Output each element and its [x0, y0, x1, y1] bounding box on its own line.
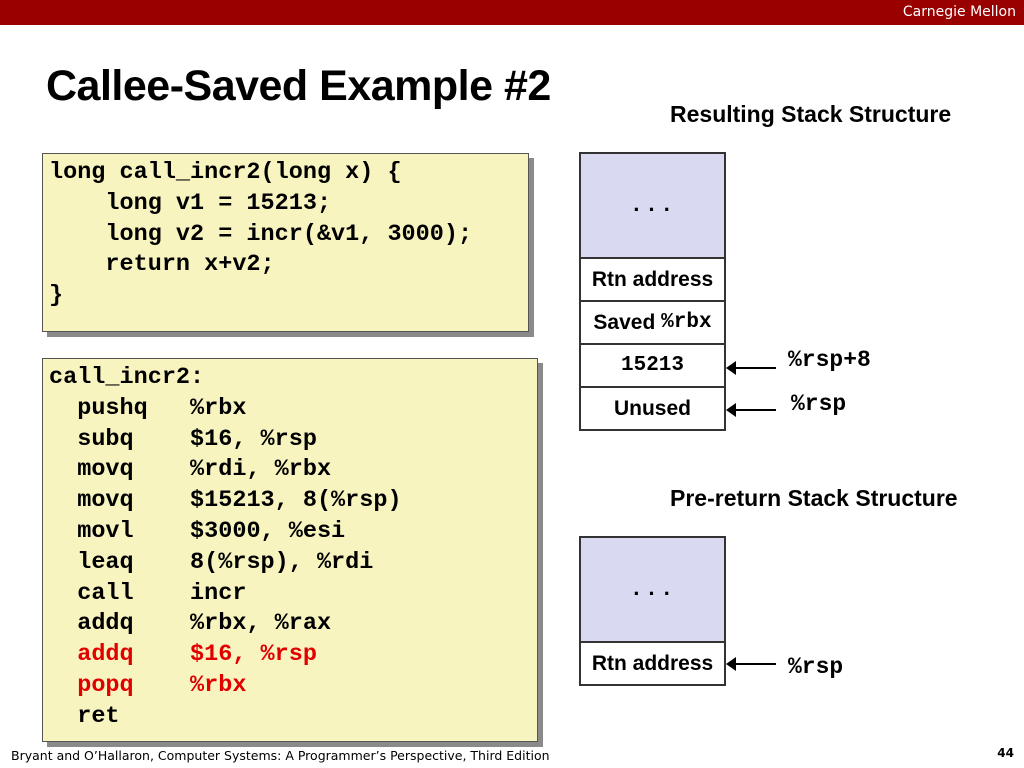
asm-op: addq	[77, 641, 134, 669]
asm-line: subq $16, %rsp	[49, 425, 531, 456]
stack-cell-return-address: Rtn address	[581, 257, 724, 300]
arrow-rsp-prereturn	[726, 657, 776, 671]
c-code-line: long call_incr2(long x) {	[49, 159, 402, 186]
c-code-box: long call_incr2(long x) { long v1 = 1521…	[42, 153, 529, 332]
c-code-line: }	[49, 282, 64, 310]
pointer-label-rsp-plus-8: %rsp+8	[788, 347, 871, 373]
asm-code-box: call_incr2: pushq %rbx subq $16, %rsp movq…	[42, 358, 538, 742]
asm-line: call incr	[49, 579, 531, 610]
c-code-line: return x+v2;	[49, 251, 275, 279]
asm-args: $15213, 8(%rsp)	[190, 487, 402, 515]
asm-line: addq %rbx, %rax	[49, 609, 531, 640]
asm-args: %rbx, %rax	[190, 610, 332, 638]
asm-line: leaq 8(%rsp), %rdi	[49, 548, 531, 579]
asm-op: call	[77, 579, 134, 607]
asm-args: %rbx	[190, 671, 247, 699]
header-bar: Carnegie Mellon	[0, 0, 1024, 25]
c-code-line: long v1 = 15213;	[49, 189, 332, 217]
resulting-stack: ... Rtn address Saved %rbx 15213 Unused	[579, 152, 726, 431]
asm-line: movl $3000, %esi	[49, 517, 531, 548]
prereturn-stack-heading: Pre-return Stack Structure	[670, 485, 958, 511]
asm-line: pushq %rbx	[49, 394, 531, 425]
stack-cell-return-address: Rtn address	[581, 641, 724, 684]
asm-args: $3000, %esi	[190, 517, 346, 545]
slide-title: Callee-Saved Example #2	[46, 62, 551, 110]
asm-args: 8(%rsp), %rdi	[190, 548, 374, 576]
prereturn-stack: ... Rtn address	[579, 536, 726, 686]
arrow-rsp	[726, 403, 776, 417]
asm-op: movq	[77, 456, 134, 484]
asm-args: $16, %rsp	[190, 641, 317, 669]
saved-register: %rbx	[661, 311, 712, 334]
asm-label: call_incr2:	[49, 364, 205, 391]
asm-op: subq	[77, 425, 134, 453]
asm-op: addq	[77, 610, 134, 638]
pointer-label-rsp: %rsp	[791, 391, 847, 417]
saved-label: Saved	[593, 310, 662, 334]
asm-op: leaq	[77, 548, 134, 576]
asm-line: movq $15213, 8(%rsp)	[49, 486, 531, 517]
asm-args: %rbx	[190, 394, 247, 422]
arrow-rsp-plus-8	[726, 361, 776, 375]
asm-args: $16, %rsp	[190, 425, 317, 453]
asm-args: incr	[190, 579, 247, 607]
asm-line: addq $16, %rsp	[49, 640, 531, 671]
page-number: 44	[997, 746, 1014, 760]
asm-code: call_incr2: pushq %rbx subq $16, %rsp movq…	[49, 363, 531, 733]
stack-cell-saved-rbx: Saved %rbx	[581, 300, 724, 343]
asm-line: ret	[49, 702, 531, 733]
asm-line: movq %rdi, %rbx	[49, 455, 531, 486]
pointer-label-rsp-prereturn: %rsp	[788, 654, 844, 680]
asm-op: movl	[77, 517, 134, 545]
footer-citation: Bryant and O’Hallaron, Computer Systems:…	[11, 748, 550, 763]
c-code: long call_incr2(long x) { long v1 = 1521…	[49, 158, 522, 312]
stack-cell-value: 15213	[581, 343, 724, 386]
asm-op: pushq	[77, 394, 148, 422]
org-name: Carnegie Mellon	[902, 4, 1016, 20]
asm-args: %rdi, %rbx	[190, 456, 332, 484]
stack-cell-ellipsis: ...	[581, 538, 724, 641]
asm-op: popq	[77, 671, 134, 699]
stack-cell-ellipsis: ...	[581, 154, 724, 257]
resulting-stack-heading: Resulting Stack Structure	[670, 101, 952, 127]
c-code-line: long v2 = incr(&v1, 3000);	[49, 220, 473, 248]
asm-line: popq %rbx	[49, 671, 531, 702]
asm-op: ret	[77, 702, 120, 730]
asm-op: movq	[77, 487, 134, 515]
stack-cell-unused: Unused	[581, 386, 724, 429]
